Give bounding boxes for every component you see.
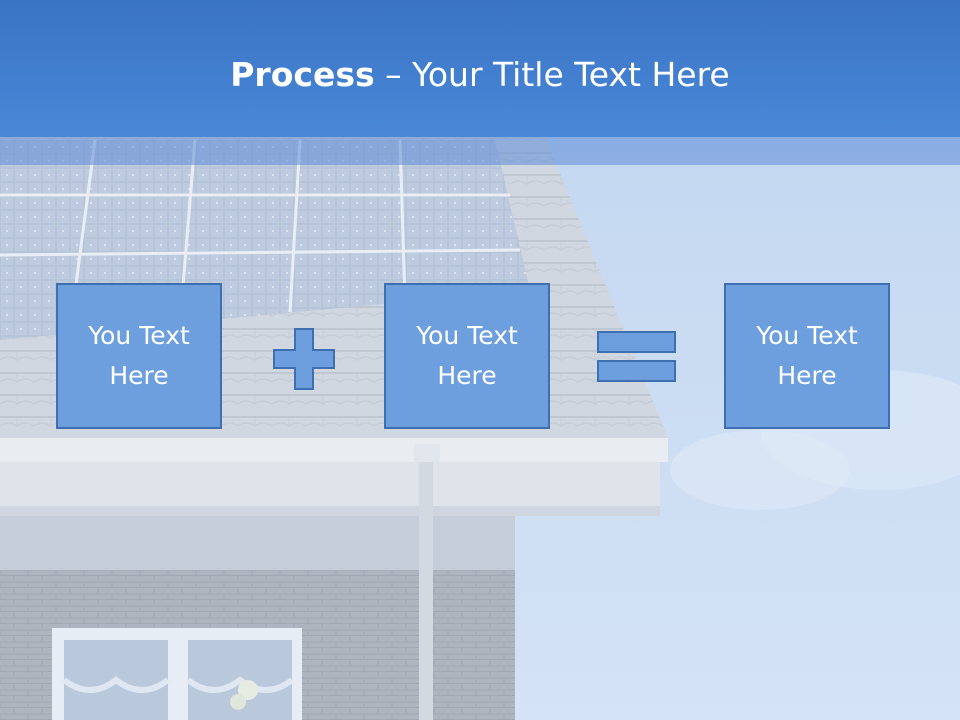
title-bar — [0, 0, 960, 137]
text-box-1[interactable]: You Text Here — [56, 283, 222, 429]
text-box-2-label: You Text Here — [416, 321, 518, 390]
house-window — [52, 628, 302, 720]
text-box-1-label: You Text Here — [88, 321, 190, 390]
text-box-3-label: You Text Here — [756, 321, 858, 390]
equals-icon — [597, 331, 676, 382]
text-box-3[interactable]: You Text Here — [724, 283, 890, 429]
plus-icon — [273, 328, 335, 390]
slide-title[interactable]: Process – Your Title Text Here — [0, 50, 960, 100]
text-box-2[interactable]: You Text Here — [384, 283, 550, 429]
title-accent-strip — [0, 137, 960, 165]
title-bold: Process — [230, 55, 375, 94]
title-rest: – Your Title Text Here — [374, 55, 730, 94]
